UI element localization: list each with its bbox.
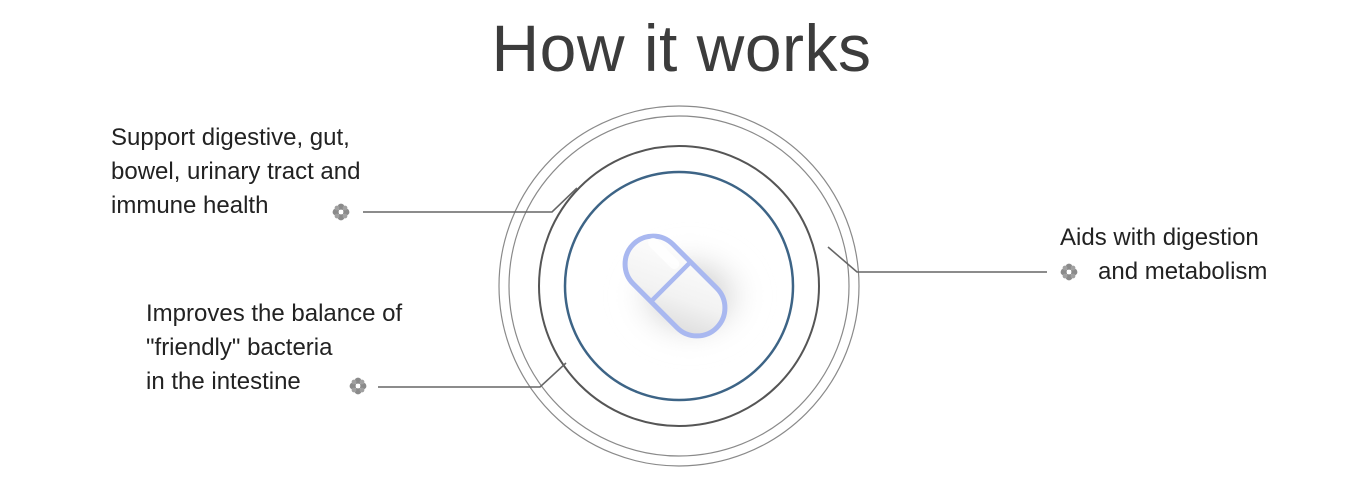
flower-bullet-icon [1060,263,1078,281]
page-title: How it works [491,11,872,85]
benefit-line: Support digestive, gut, [111,124,350,151]
flower-bullet-icon [349,377,367,395]
connector-lines [363,187,1047,388]
flower-bullet-icon [332,203,350,221]
benefit-line: in the intestine [146,368,301,395]
pill-capsule-icon [618,233,762,354]
outer-ring [498,105,860,467]
benefit-line: Aids with digestion [1060,224,1259,251]
benefit-digestive-health: Support digestive, gut, bowel, urinary t… [111,121,360,223]
benefit-line: Improves the balance of [146,300,403,327]
benefit-line: bowel, urinary tract and [111,158,361,185]
inner-ring [563,170,795,402]
benefit-digestion-metabolism: Aids with digestion and metabolism [1060,221,1267,289]
benefit-line: immune health [111,192,269,219]
middle-ring [538,145,820,427]
connector-line-right [827,246,1047,273]
connector-line-left-bottom [378,362,567,388]
outer-ring-2 [508,115,850,457]
rings [498,105,860,467]
benefit-line: "friendly" bacteria [146,334,333,361]
benefit-line: and metabolism [1098,258,1268,285]
benefit-friendly-bacteria: Improves the balance of "friendly" bacte… [146,297,402,399]
connector-line-left-top [363,187,578,213]
